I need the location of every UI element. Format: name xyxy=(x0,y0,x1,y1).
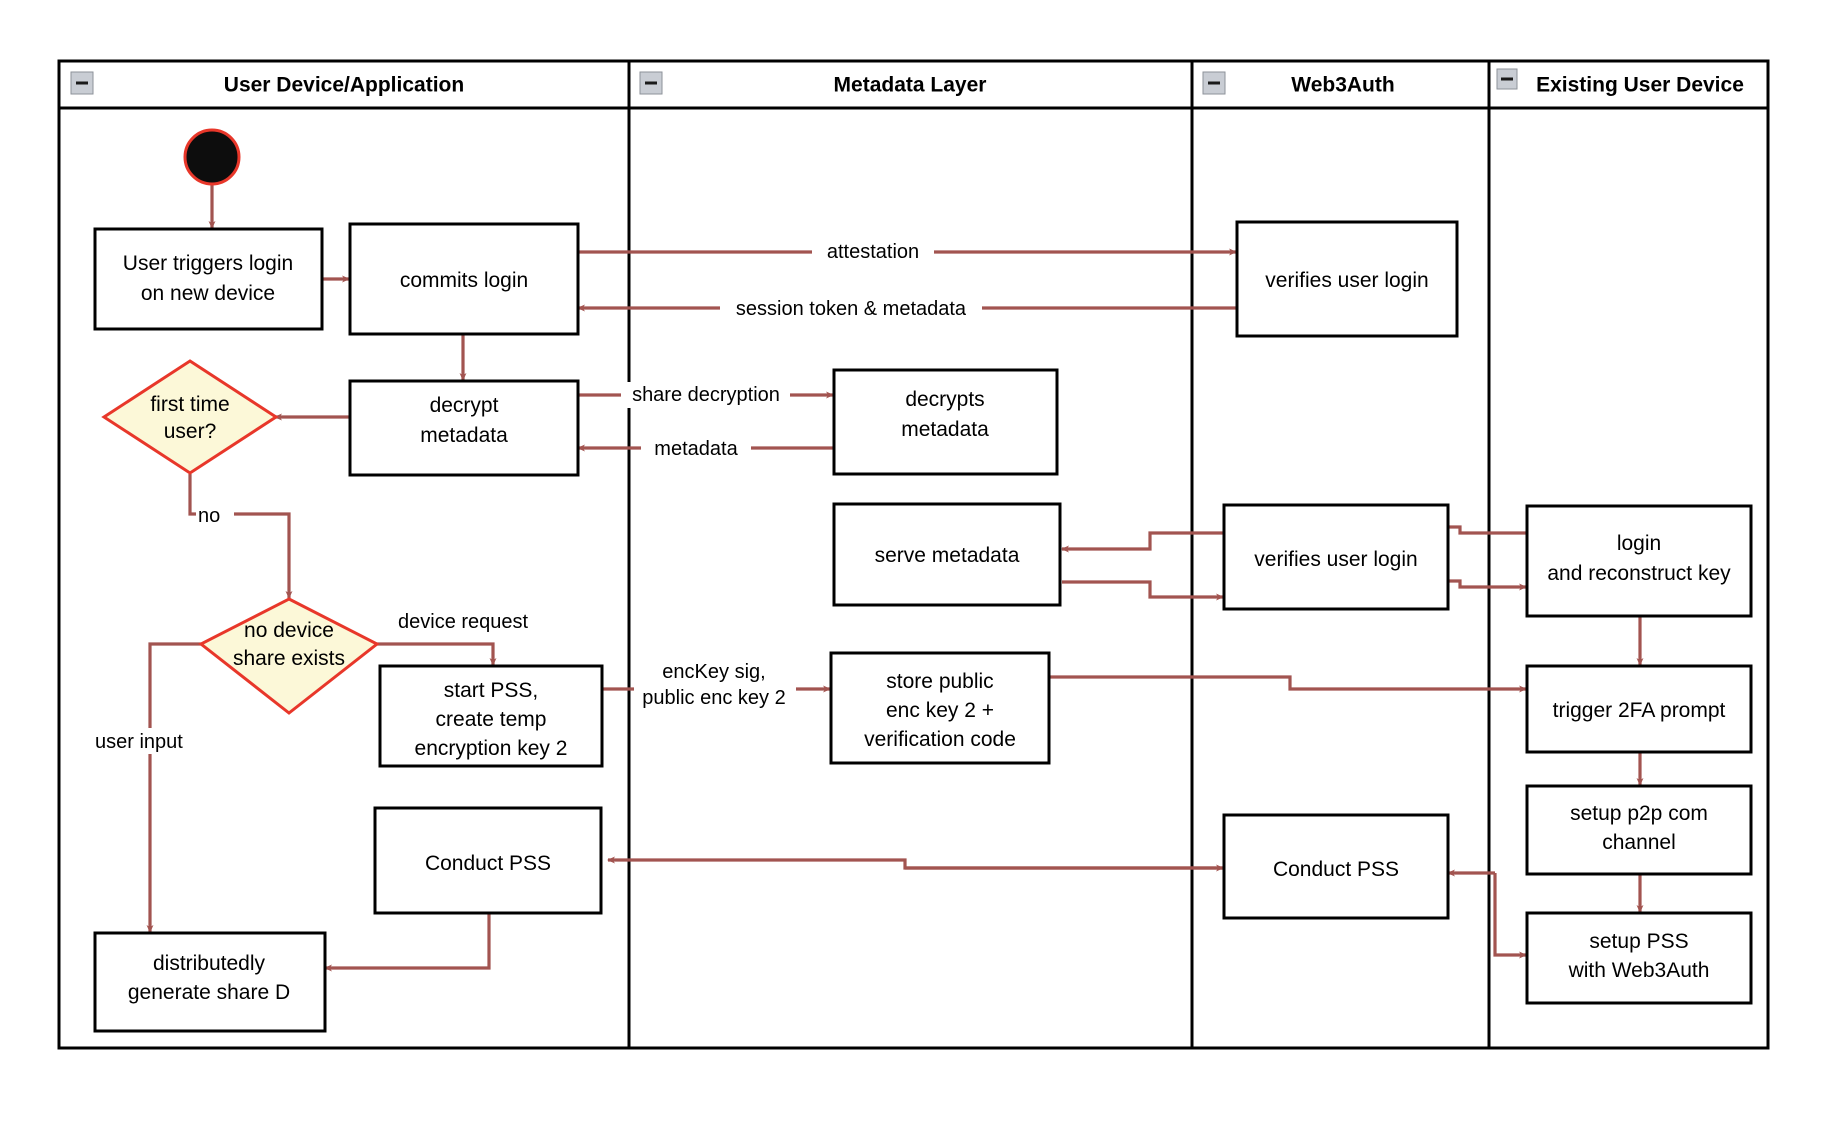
edge-label-user-input: user input xyxy=(95,731,183,753)
node-label: generate share D xyxy=(128,981,290,1004)
lane-title-existing-device: Existing User Device xyxy=(1536,74,1744,97)
node-label: verifies user login xyxy=(1265,269,1428,292)
node-label: enc key 2 + xyxy=(886,699,994,722)
node-setup-pss-with-web3auth[interactable]: setup PSS with Web3Auth xyxy=(1525,911,1753,1005)
lane-title-user-device: User Device/Application xyxy=(224,74,464,97)
node-label: with Web3Auth xyxy=(1568,959,1710,982)
node-label: metadata xyxy=(420,424,508,447)
collapse-icon-lane-3[interactable] xyxy=(1202,71,1226,95)
node-verifies-user-login-2[interactable]: verifies user login xyxy=(1222,503,1450,611)
node-first-time-user[interactable]: first time user? xyxy=(101,359,279,475)
node-label: Conduct PSS xyxy=(1273,858,1399,881)
lane-title-metadata: Metadata Layer xyxy=(834,74,987,97)
node-label: share exists xyxy=(233,647,345,670)
node-label: Conduct PSS xyxy=(425,852,551,875)
node-no-device-share-exists[interactable]: no device share exists xyxy=(198,597,380,715)
edge-verify-to-serve-metadata xyxy=(1061,531,1223,553)
node-label: on new device xyxy=(141,282,275,305)
node-distributedly-generate-share-d[interactable]: distributedly generate share D xyxy=(93,931,327,1033)
node-label: verification code xyxy=(864,728,1016,751)
edge-serve-metadata-to-verify xyxy=(1062,580,1224,601)
node-label: and reconstruct key xyxy=(1547,562,1731,585)
node-login-and-reconstruct-key[interactable]: login and reconstruct key xyxy=(1525,504,1753,618)
edge-label-enc-key-sig-line2: public enc key 2 xyxy=(642,687,785,709)
node-label: trigger 2FA prompt xyxy=(1553,699,1726,722)
node-label: first time xyxy=(150,393,229,416)
lane-title-web3auth: Web3Auth xyxy=(1291,74,1394,97)
node-label: commits login xyxy=(400,269,528,292)
collapse-icon-lane-2[interactable] xyxy=(639,71,663,95)
node-label: decrypt xyxy=(430,394,499,417)
edge-label-attestation: attestation xyxy=(827,241,919,263)
node-setup-p2p-com-channel[interactable]: setup p2p com channel xyxy=(1525,784,1753,876)
node-label: login xyxy=(1617,532,1661,555)
node-decrypt-metadata[interactable]: decrypt metadata xyxy=(348,379,580,477)
edge-label-session-token: session token & metadata xyxy=(736,298,967,320)
edge-label-enc-key-sig-line1: encKey sig, xyxy=(662,661,765,683)
edge-setup-pss-to-conduct-pss xyxy=(1493,873,1527,959)
node-label: distributedly xyxy=(153,952,266,975)
node-label: setup p2p com xyxy=(1570,802,1708,825)
edge-label-metadata: metadata xyxy=(654,438,738,460)
node-label: verifies user login xyxy=(1254,548,1417,571)
node-start-pss-create-temp-key[interactable]: start PSS, create temp encryption key 2 xyxy=(378,664,604,768)
node-serve-metadata[interactable]: serve metadata xyxy=(832,502,1062,607)
edge-store-to-2fa xyxy=(1048,675,1527,693)
edge-label-share-decryption: share decryption xyxy=(632,384,780,406)
node-label: no device xyxy=(244,619,334,642)
node-label: metadata xyxy=(901,418,989,441)
node-label: decrypts xyxy=(905,388,984,411)
edge-conduct-pss-to-generate-share xyxy=(324,914,491,972)
node-label: encryption key 2 xyxy=(415,737,568,760)
node-label: channel xyxy=(1602,831,1676,854)
node-trigger-2fa-prompt[interactable]: trigger 2FA prompt xyxy=(1525,664,1753,754)
node-label: create temp xyxy=(436,708,547,731)
node-label: serve metadata xyxy=(875,544,1020,567)
collapse-icon-lane-1[interactable] xyxy=(70,71,94,95)
start-node[interactable] xyxy=(183,128,241,186)
node-label: User triggers login xyxy=(123,252,293,275)
node-user-triggers-login[interactable]: User triggers login on new device xyxy=(93,227,324,331)
edge-label-no: no xyxy=(198,505,220,527)
node-label: start PSS, xyxy=(444,679,539,702)
node-commits-login[interactable]: commits login xyxy=(348,222,580,336)
collapse-icon-lane-4[interactable] xyxy=(1496,68,1518,90)
edge-device-request xyxy=(376,642,497,666)
node-decrypts-metadata[interactable]: decrypts metadata xyxy=(832,368,1059,476)
node-store-public-enc-key[interactable]: store public enc key 2 + verification co… xyxy=(829,651,1051,765)
node-label: user? xyxy=(164,420,217,443)
node-label: setup PSS xyxy=(1589,930,1688,953)
edge-user-input xyxy=(146,642,201,933)
node-verifies-user-login-1[interactable]: verifies user login xyxy=(1235,220,1459,338)
edge-label-device-request: device request xyxy=(398,611,529,633)
edge-no-branch xyxy=(188,474,293,599)
node-conduct-pss-web3auth[interactable]: Conduct PSS xyxy=(1222,813,1450,920)
node-label: store public xyxy=(886,670,993,693)
node-conduct-pss-user[interactable]: Conduct PSS xyxy=(373,806,603,915)
